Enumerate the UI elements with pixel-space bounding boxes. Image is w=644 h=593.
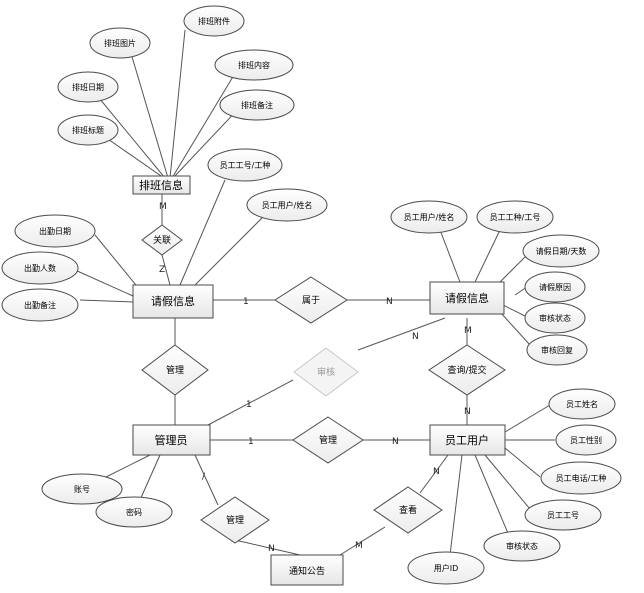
relationship-label: 查询/提交 [447,364,486,376]
cardinality-label: M [355,541,363,551]
attribute-label: 员工用户/姓名 [404,212,455,222]
attribute-label: 审核状态 [506,541,538,551]
entity-admin[interactable]: 管理员 [132,424,211,456]
relationship-shuyu[interactable]: 属于 [274,276,348,324]
attribute-label: 员工工号 [547,511,579,520]
attribute-right-status[interactable]: 审核状态 [524,302,586,334]
relationship-label: 管理 [319,434,337,446]
cardinality-label: 1 [246,400,252,410]
connector-lines [74,29,555,556]
attribute-label: 密码 [126,507,142,517]
entity-user[interactable]: 员工用户 [429,424,506,456]
attribute-label: 请假原因 [539,282,571,292]
entity-label: 请假信息 [445,291,489,305]
attribute-att-remark[interactable]: 出勤备注 [1,288,79,322]
relationship-guanli-bottom[interactable]: 管理 [200,496,270,544]
cardinality-label: 1 [243,297,249,307]
attribute-label: 排班备注 [241,100,273,110]
entity-qingjia-right[interactable]: 请假信息 [429,281,505,315]
cardinality-labels: M Z 1 N N 1 M N 1 N / N M N [159,202,472,554]
attribute-att-count[interactable]: 出勤人数 [1,251,79,285]
cardinality-label: / [202,472,206,482]
attribute-label: 排班图片 [104,38,136,48]
attribute-admin-account[interactable]: 账号 [41,473,123,505]
cardinality-label: N [386,297,393,307]
attribute-pb-remark[interactable]: 排班备注 [219,89,295,121]
attribute-right-reply[interactable]: 审核回复 [526,334,588,366]
attribute-label: 员工工种/工号 [490,212,541,222]
attribute-left-username[interactable]: 员工用户/姓名 [246,188,328,222]
attribute-right-username[interactable]: 员工用户/姓名 [390,200,468,234]
cardinality-label: N [433,467,440,477]
cardinality-label: 1 [248,437,254,447]
attribute-user-workno[interactable]: 员工工号 [524,499,602,531]
attribute-pb-attach[interactable]: 排班附件 [183,5,245,37]
attribute-pb-content[interactable]: 排班内容 [214,49,294,81]
attribute-pb-date[interactable]: 排班日期 [57,71,119,103]
relationship-label: 管理 [166,364,184,376]
attribute-label: 员工电话/工种 [556,473,607,483]
relationship-shenhe[interactable]: 审核 [293,347,359,397]
attribute-label: 账号 [74,485,90,494]
attribute-user-name[interactable]: 员工姓名 [548,388,616,420]
entity-label: 通知公告 [289,565,325,577]
attribute-att-date[interactable]: 出勤日期 [14,214,96,248]
relationship-label: 审核 [317,366,335,378]
attribute-right-days[interactable]: 请假日期/天数 [522,234,600,268]
attribute-label: 排班附件 [198,16,230,26]
cardinality-label: N [392,437,399,447]
attribute-user-phone[interactable]: 员工电话/工种 [540,461,622,495]
attribute-label: 审核回复 [541,345,573,355]
attribute-admin-password[interactable]: 密码 [95,496,173,528]
attribute-pb-image[interactable]: 排班图片 [89,27,151,59]
cardinality-label: M [159,202,167,212]
relationship-guanlian[interactable]: 关联 [141,224,183,256]
attribute-label: 排班内容 [238,60,270,70]
relationship-label: 属于 [302,295,320,306]
relationship-label: 关联 [153,234,171,246]
attribute-pb-title[interactable]: 排班标题 [57,114,119,146]
cardinality-label: N [464,407,471,417]
entity-label: 请假信息 [151,294,195,308]
attribute-label: 用户ID [434,563,459,573]
relationship-guanli-mid[interactable]: 管理 [292,416,364,464]
relationship-chaxun[interactable]: 查询/提交 [428,344,506,396]
attribute-user-gender[interactable]: 员工性别 [555,424,617,456]
attribute-label: 员工用户/姓名 [262,200,313,210]
attribute-user-status[interactable]: 审核状态 [483,530,561,562]
attribute-left-empno[interactable]: 员工工号/工种 [207,148,283,182]
attribute-label: 排班日期 [72,82,104,92]
attribute-label: 员工姓名 [566,399,598,409]
relationship-guanli-left[interactable]: 管理 [141,344,209,396]
entity-notice[interactable]: 通知公告 [270,554,344,586]
entity-label: 排班信息 [139,178,183,192]
cardinality-label: N [268,544,275,554]
attribute-label: 请假日期/天数 [536,246,587,256]
entity-paiban[interactable]: 排班信息 [132,175,191,195]
relationship-chakan[interactable]: 查看 [373,486,443,534]
attribute-right-reason[interactable]: 请假原因 [524,271,586,303]
attribute-label: 排班标题 [72,125,104,135]
attribute-label: 员工工号/工种 [220,160,271,170]
entity-label: 员工用户 [445,433,489,447]
entity-qingjia-left[interactable]: 请假信息 [132,284,214,319]
relationship-label: 查看 [399,504,417,516]
attribute-label: 出勤备注 [24,300,56,310]
cardinality-label: Z [159,265,165,275]
attribute-user-id[interactable]: 用户ID [407,551,485,585]
entity-label: 管理员 [155,433,188,447]
attribute-label: 出勤人数 [24,263,56,273]
attribute-label: 出勤日期 [39,226,71,236]
attribute-label: 员工性别 [570,435,602,445]
attribute-label: 审核状态 [539,313,571,323]
attribute-right-workno[interactable]: 员工工种/工号 [476,200,554,234]
cardinality-label: M [464,326,472,336]
cardinality-label: N [412,332,419,342]
relationship-label: 管理 [226,514,244,526]
